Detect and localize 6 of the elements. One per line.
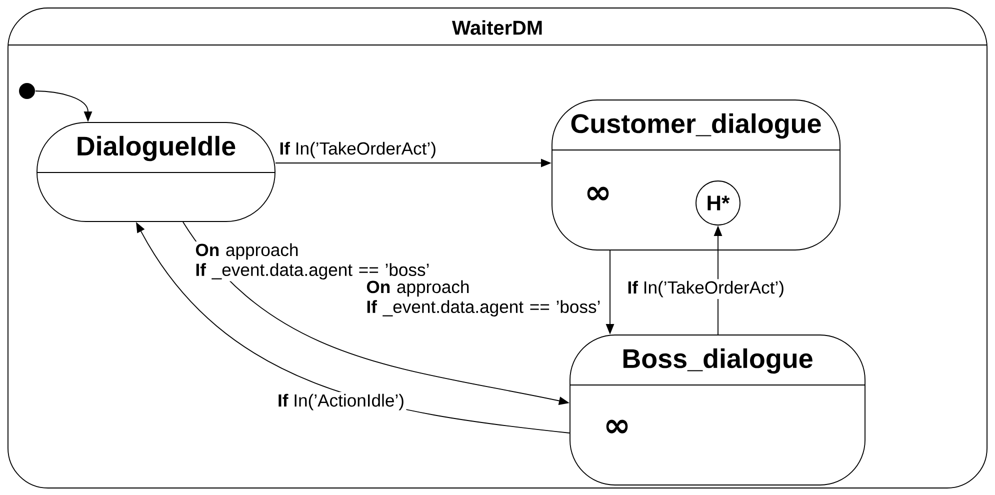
state-box: DialogueIdle [36,122,276,222]
initial-state-dot [19,83,35,99]
transition-label: If In(’TakeOrderAct’) [625,279,786,299]
transition-label: If In(’TakeOrderAct’) [277,140,438,160]
transition-label: If In(’ActionIdle’) [276,392,406,412]
state-box: Boss_dialogue ∞ [570,334,866,486]
